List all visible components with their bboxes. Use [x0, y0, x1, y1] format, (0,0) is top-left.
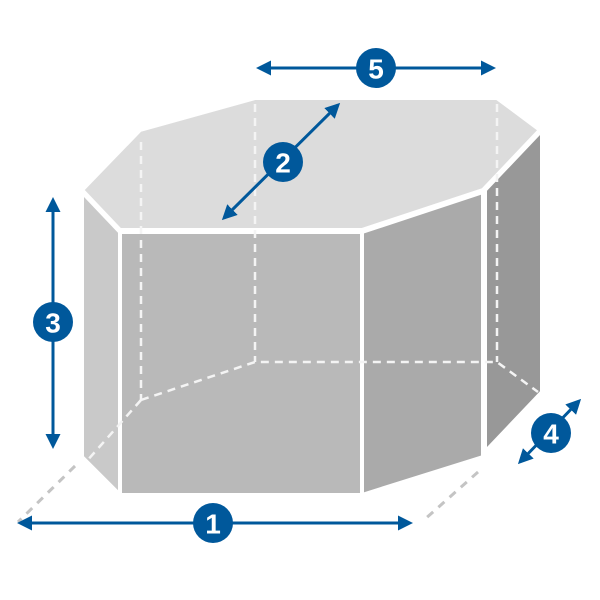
- badge-2: 2: [263, 142, 303, 182]
- badge-5-label: 5: [368, 54, 384, 85]
- far-right-face: [483, 128, 544, 454]
- prism: [80, 96, 544, 497]
- badge-4-label: 4: [543, 419, 559, 450]
- badge-1-label: 1: [205, 509, 221, 540]
- badge-4: 4: [531, 413, 571, 453]
- ground-guides: [16, 464, 479, 524]
- front-face: [118, 230, 364, 497]
- dimension-badges: 1 2 3 4 5: [33, 48, 571, 543]
- left-face: [80, 190, 122, 497]
- right-front-face: [360, 190, 485, 497]
- badge-3: 3: [33, 302, 73, 342]
- hidden-edges: [85, 104, 539, 463]
- ground-guide-right: [423, 470, 479, 522]
- ground-guide-left: [16, 464, 77, 524]
- badge-5: 5: [356, 48, 396, 88]
- badge-3-label: 3: [45, 308, 61, 339]
- badge-1: 1: [193, 503, 233, 543]
- badge-2-label: 2: [275, 148, 291, 179]
